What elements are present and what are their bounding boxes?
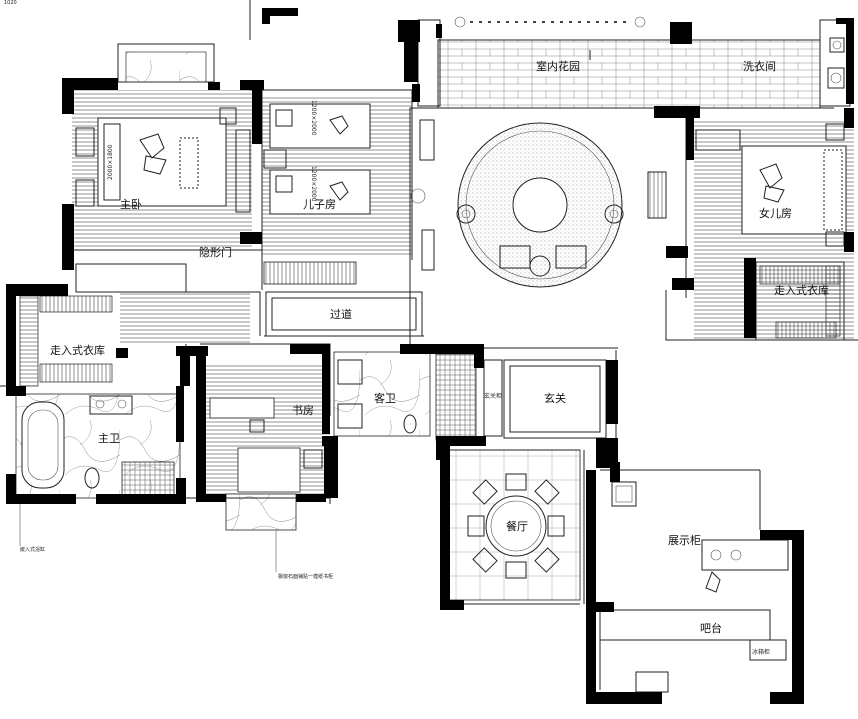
- daughter-bed: [741, 145, 847, 235]
- note-study: 飘窗石面铺贴一樘纸书柜: [278, 573, 333, 580]
- wardrobe-strip: [75, 261, 357, 293]
- label-fridge: 冰箱柜: [752, 648, 770, 656]
- master-bath: 主卫 嵌入式浴缸: [15, 393, 181, 553]
- structural-walls: [6, 8, 854, 704]
- study: 书房 飘窗石面铺贴一樘纸书柜: [206, 364, 333, 580]
- foyer: 玄关 玄关柜: [483, 359, 607, 439]
- guest-bath: 客卫: [333, 351, 477, 441]
- room-label-master-bath: 主卫: [98, 432, 120, 445]
- corridor: 过道: [265, 291, 423, 337]
- dining: 餐厅: [447, 449, 581, 601]
- corner-label: 1020: [4, 0, 17, 6]
- master-bedroom: 2000×1800 主卧: [72, 90, 252, 250]
- living-room: [419, 119, 667, 288]
- room-label-walkin-master: 走入式衣库: [50, 343, 105, 357]
- room-label-daughter-room: 女儿房: [759, 206, 792, 220]
- master-bed: [97, 117, 227, 207]
- room-label-guest-bath: 客卫: [374, 391, 396, 405]
- room-label-bar: 吧台: [700, 621, 722, 635]
- room-label-indoor-garden: 室内花园: [536, 59, 580, 73]
- room-label-laundry: 洗衣间: [743, 59, 776, 73]
- kitchen-bar: 展示柜 吧台 冰箱柜: [599, 481, 789, 693]
- room-label-foyer: 玄关: [544, 391, 566, 405]
- label-display-cabinet: 展示柜: [668, 534, 701, 547]
- son-bed-size-bottom: 1200×2000: [310, 166, 317, 202]
- room-label-study: 书房: [292, 404, 314, 417]
- label-foyer-cabinet: 玄关柜: [484, 392, 502, 400]
- walkin-closet-master: 走入式衣库: [19, 292, 250, 387]
- room-label-corridor: 过道: [330, 307, 352, 321]
- indoor-garden-area: 室内花园 洗衣间: [410, 16, 851, 204]
- round-coffee-table: [512, 177, 568, 233]
- label-hidden-door: 隐形门: [199, 245, 232, 259]
- walkin-closet-daughter: 走入式衣库: [755, 261, 845, 341]
- son-bed-size-top: 1200×2000: [310, 100, 317, 136]
- balcony-top-left: [117, 43, 215, 83]
- plant-icons: [410, 16, 646, 204]
- room-label-son-room: 儿子房: [303, 198, 336, 211]
- son-room: 1200×2000 1200×2000 儿子房: [262, 96, 412, 256]
- bathtub: [21, 401, 65, 489]
- master-bed-size: 2000×1800: [107, 144, 114, 180]
- note-bath: 嵌入式浴缸: [20, 546, 45, 553]
- room-label-master-bedroom: 主卧: [120, 198, 142, 211]
- room-label-dining: 餐厅: [506, 519, 528, 533]
- dining-table: [485, 495, 547, 557]
- room-label-walkin-daughter: 走入式衣库: [774, 283, 829, 297]
